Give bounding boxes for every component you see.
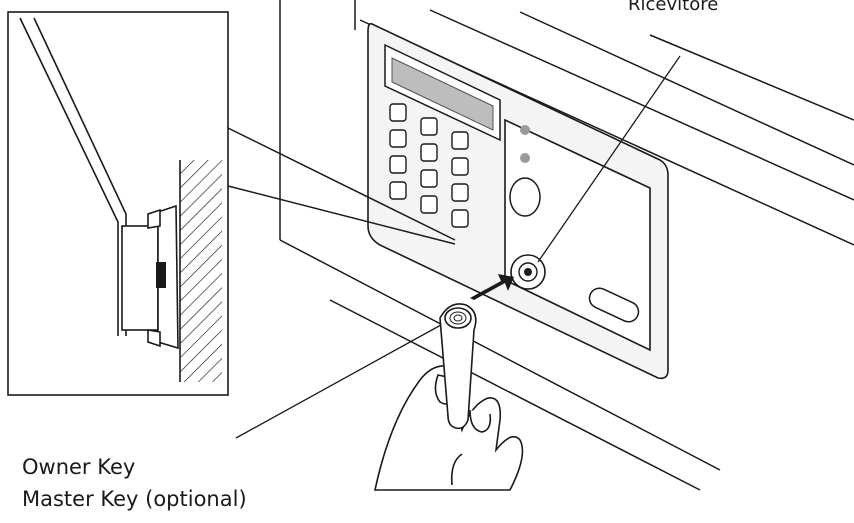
- keypad-key: [389, 181, 407, 200]
- leader-lines: [235, 55, 681, 439]
- keypad-key: [420, 169, 438, 188]
- led-indicator: [520, 125, 530, 135]
- keypad-key: [451, 157, 469, 176]
- round-button: [509, 177, 541, 217]
- keypad-key: [420, 143, 438, 162]
- detail-pointer: [227, 127, 456, 245]
- keypad-key: [420, 117, 438, 136]
- detail-inset: [7, 11, 229, 396]
- receiver: [510, 254, 546, 290]
- keypad: [389, 103, 469, 228]
- keypad-key: [389, 129, 407, 148]
- keypad-key: [451, 131, 469, 150]
- led-indicator: [520, 153, 530, 163]
- keypad-key: [451, 183, 469, 202]
- owner-key-label: Owner Key: [22, 455, 136, 479]
- keypad-key: [420, 195, 438, 214]
- master-key-label: Master Key (optional): [22, 487, 247, 511]
- owner-key: [439, 303, 477, 430]
- receiver-label: Ricevitore: [628, 0, 719, 15]
- keypad-key: [451, 209, 469, 228]
- lcd-display: [384, 43, 501, 142]
- keypad-key: [389, 155, 407, 174]
- door-handle: [588, 287, 640, 323]
- keypad-key: [389, 103, 407, 122]
- insert-arrow: [470, 274, 514, 300]
